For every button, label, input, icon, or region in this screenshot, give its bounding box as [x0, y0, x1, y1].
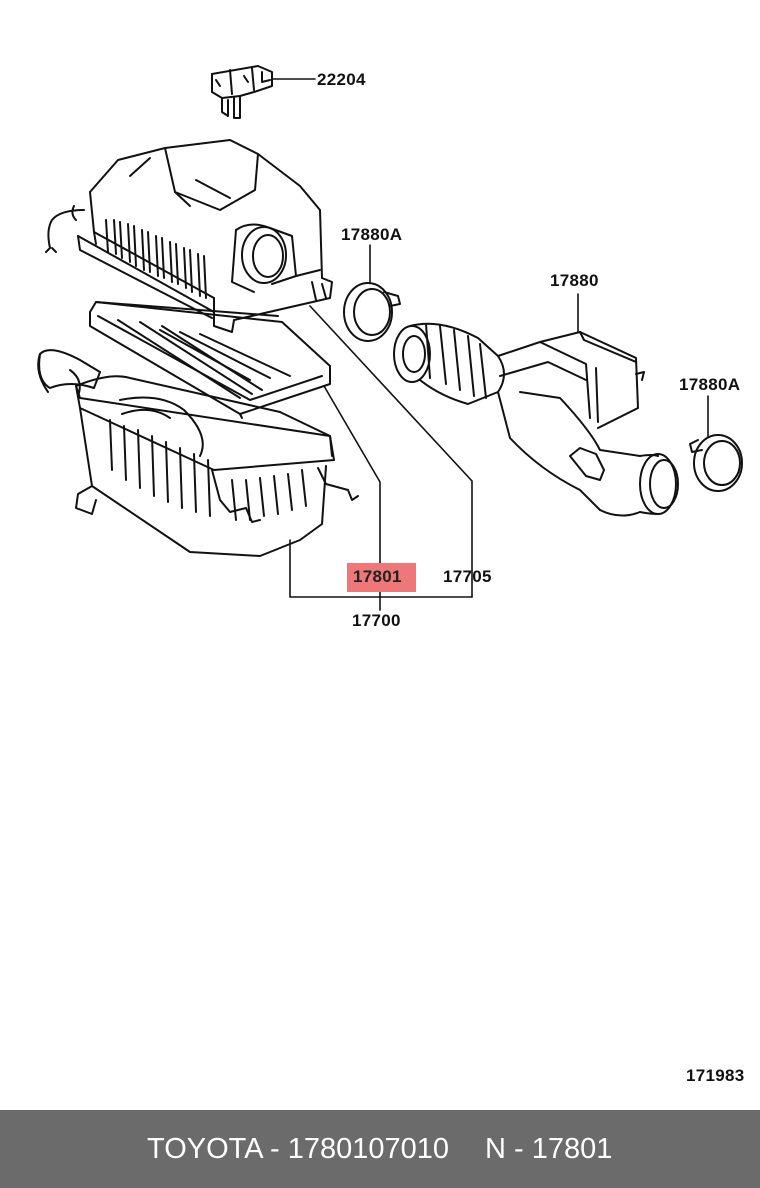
label-clamp-left: 17880A [341, 225, 403, 244]
intake-duct [393, 322, 679, 517]
footer-part-number: TOYOTA - 1780107010 [147, 1133, 450, 1165]
label-assembly: 17700 [352, 611, 401, 630]
label-cap: 17705 [443, 567, 492, 586]
footer-reference: N - 17801 [485, 1133, 613, 1165]
air-flow-sensor [211, 65, 273, 119]
exploded-view-drawing [37, 65, 743, 611]
air-cleaner-cap [45, 139, 333, 333]
leader-lines [271, 78, 709, 611]
filter-element [89, 301, 331, 419]
label-filter-element: 17801 [353, 567, 402, 586]
air-cleaner-case [37, 349, 359, 557]
label-clamp-right: 17880A [679, 375, 741, 394]
label-air-flow-sensor: 22204 [317, 70, 366, 89]
footer-bar: TOYOTA - 1780107010 N - 17801 [0, 1110, 760, 1188]
parts-diagram: 22204 17880A 17880 17880A 17801 17705 17… [37, 65, 745, 1085]
hose-clamp-right [689, 434, 743, 492]
label-intake-duct: 17880 [550, 271, 599, 290]
figure-number: 171983 [686, 1066, 745, 1085]
hose-clamp-left [343, 282, 401, 342]
highlighted-part-label: 17801 [347, 563, 416, 592]
